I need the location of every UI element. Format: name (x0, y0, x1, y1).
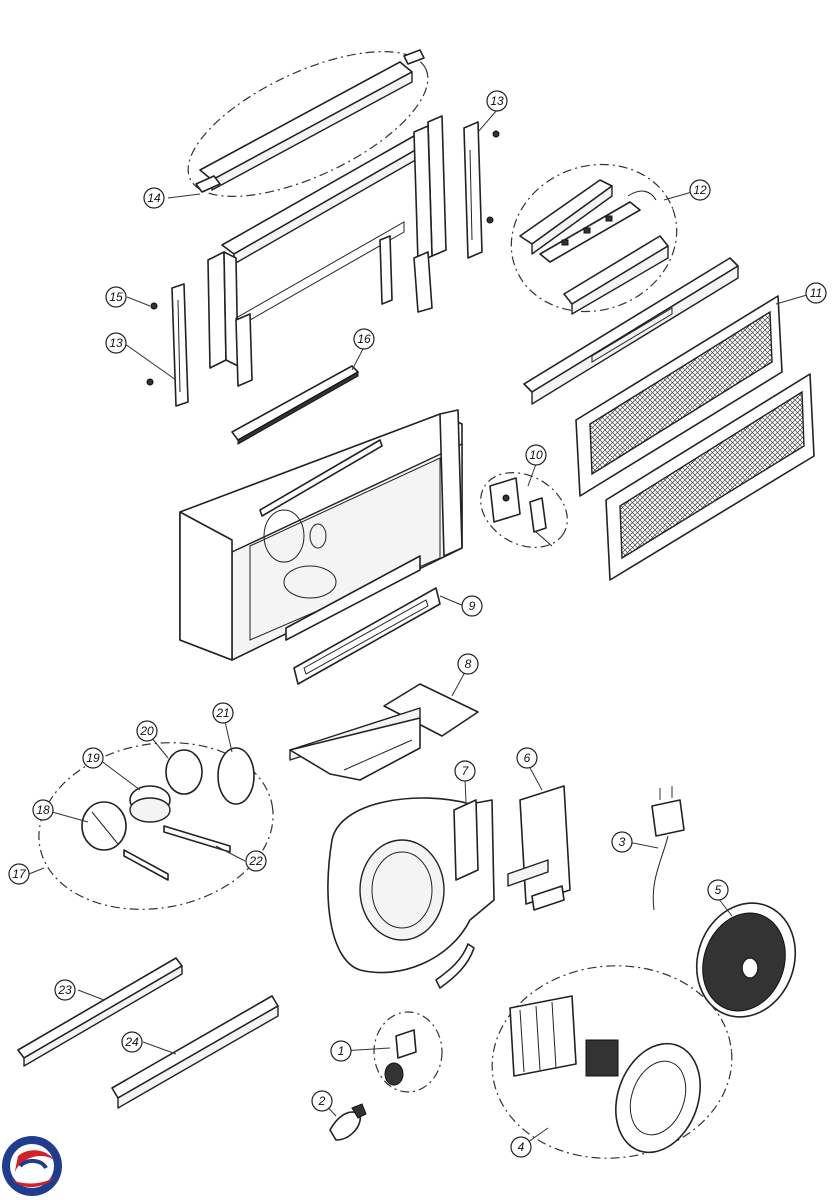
part-7-blower-housing (327, 797, 495, 989)
callout-22-label: 22 (248, 854, 263, 868)
part-4-motor-kit (491, 965, 733, 1159)
part-11-grease-filter-lower (605, 373, 815, 581)
callout-19-label: 19 (86, 751, 100, 765)
callout-16: 16 (353, 328, 375, 350)
callout-14: 14 (143, 187, 165, 209)
callout-9-label: 9 (469, 599, 476, 613)
callout-23: 23 (54, 979, 76, 1001)
part-3-power-cord (651, 786, 685, 911)
callout-3-label: 3 (619, 835, 626, 849)
callout-7-label: 7 (462, 764, 470, 778)
callout-6: 6 (516, 747, 538, 769)
callout-7: 7 (454, 760, 476, 782)
callout-12: 12 (689, 179, 711, 201)
hood-body (179, 409, 463, 661)
callout-15-label: 15 (109, 290, 123, 304)
callout-13-left: 13 (105, 332, 127, 354)
callout-2: 2 (311, 1090, 333, 1112)
part-11-filter-strip (523, 257, 739, 405)
part-9-front-strip (293, 587, 441, 685)
callout-11: 11 (805, 282, 827, 304)
callout-5-label: 5 (715, 883, 722, 897)
part-13-side-rail-right (463, 121, 500, 259)
callout-16-label: 16 (357, 332, 371, 346)
part-1-lamp-holder (373, 1011, 443, 1093)
callout-10-label: 10 (529, 448, 543, 462)
upper-frame (207, 115, 447, 387)
callout-13-top-label: 13 (490, 94, 504, 108)
part-10-bracket (480, 472, 568, 548)
callout-24-label: 24 (124, 1035, 139, 1049)
callout-15: 15 (105, 286, 127, 308)
brand-logo-icon (2, 1136, 62, 1196)
callout-4: 4 (510, 1136, 532, 1158)
callout-18: 18 (32, 799, 54, 821)
part-8-tray (289, 683, 479, 781)
callout-22: 22 (245, 850, 267, 872)
callout-6-label: 6 (524, 751, 531, 765)
callout-9: 9 (461, 595, 483, 617)
callout-2-label: 2 (318, 1094, 326, 1108)
callout-23-label: 23 (57, 983, 72, 997)
callout-8-label: 8 (465, 657, 472, 671)
callout-1: 1 (330, 1040, 352, 1062)
callout-3: 3 (611, 831, 633, 853)
callout-20-label: 20 (139, 724, 154, 738)
part-11-grease-filter-upper (575, 295, 783, 497)
callout-11-label: 11 (810, 286, 822, 300)
callout-17-label: 17 (12, 867, 27, 881)
callout-13-top: 13 (486, 90, 508, 112)
part-23-rail (17, 957, 183, 1067)
callout-5: 5 (707, 879, 729, 901)
callout-4-label: 4 (518, 1140, 525, 1154)
part-16-strip (231, 365, 359, 445)
callout-17: 17 (8, 863, 30, 885)
part-2-bulb (329, 1103, 367, 1141)
callout-21: 21 (212, 702, 234, 724)
part-24-rail (111, 995, 279, 1109)
callout-21-label: 21 (215, 706, 229, 720)
callout-8: 8 (457, 653, 479, 675)
callout-20: 20 (136, 720, 158, 742)
part-5-charcoal-filter (695, 902, 797, 1018)
part-17-outlet-kit (38, 742, 274, 910)
callout-13-left-label: 13 (109, 336, 123, 350)
part-6-duct (507, 785, 571, 911)
part-13-side-rail-left (146, 283, 189, 407)
part-12-control-panel (510, 163, 678, 315)
callout-18-label: 18 (36, 803, 50, 817)
part-14-top-trim (187, 49, 429, 197)
callout-19: 19 (82, 747, 104, 769)
callout-12-label: 12 (693, 183, 707, 197)
callout-14-label: 14 (147, 191, 161, 205)
callout-10: 10 (525, 444, 547, 466)
callout-24: 24 (121, 1031, 143, 1053)
callout-1-label: 1 (338, 1044, 345, 1058)
